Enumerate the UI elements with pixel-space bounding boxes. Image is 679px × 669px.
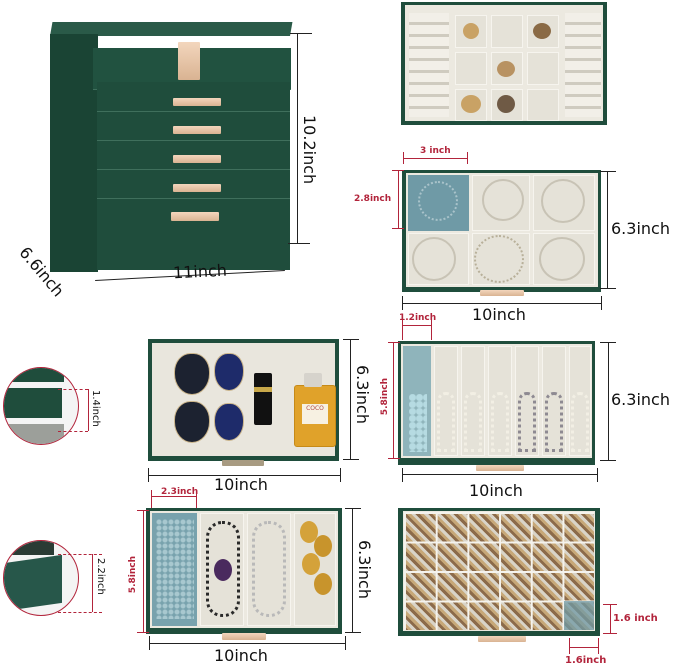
drawer-handle[interactable] [171,212,219,221]
ring-roll-left [409,13,449,117]
necklace-tray-depth-label: 6.3inch [611,390,670,409]
shallow-drawer-height-label: 1.4inch [90,390,101,427]
open-drawer-width-label: 10inch [214,475,268,494]
drawer-3[interactable] [97,141,290,170]
grid-cells [404,512,594,630]
tray-handle[interactable] [476,465,524,471]
box-width-label: 11inch [172,260,228,283]
box-side [50,34,98,272]
deep-slot-length-label: 5.8inch [128,556,138,594]
drawer-handle[interactable] [173,155,221,163]
lid-clasp[interactable] [178,42,200,80]
deep-drawer-tray [146,508,342,640]
drawer-2[interactable] [97,112,290,141]
drawer-5[interactable] [97,199,290,270]
ring-tray [401,2,607,125]
drawer-stack [97,82,290,270]
bangle-cell-width-label: 3 inch [420,146,451,156]
box-height-label: 10.2inch [300,115,319,185]
grid-cell-height-label: 1.6 inch [613,613,658,624]
tray-handle[interactable] [222,460,264,466]
necklace-tray-width-label: 10inch [469,481,523,500]
tray-handle[interactable] [480,290,524,296]
drawer-handle[interactable] [173,184,221,192]
drawer-1[interactable] [97,82,290,112]
shallow-drawer-detail [3,367,79,445]
necklace-tray [398,341,595,471]
bangle-tray-width-label: 10inch [472,305,526,324]
sunglasses-1 [174,353,210,395]
necklace-slot-width-label: 1.2inch [399,313,437,323]
lipstick [254,373,272,425]
perfume-bottle: COCO [294,385,336,447]
open-drawer-tray: COCO [148,339,339,466]
main-jewelry-box [50,22,293,272]
necklace-slot-length-label: 5.8inch [380,378,390,416]
grid-cell-width-label: 1.6inch [565,655,607,666]
deep-drawer-detail [3,540,79,616]
deep-slot-width-label: 2.3inch [161,487,199,497]
deep-drawer-height-label: 2.2inch [95,558,106,595]
beaded-necklace [206,521,240,617]
drawer-handle[interactable] [173,126,221,134]
bangle-tray [402,170,601,296]
tray-handle[interactable] [478,636,526,642]
open-drawer-depth-label: 6.3inch [353,365,372,424]
drawer-handle[interactable] [173,98,221,106]
deep-tray-width-label: 10inch [214,646,268,665]
grid-tray [398,508,600,642]
perfume-label: COCO [302,404,328,424]
drawer-4[interactable] [97,170,290,199]
bangle-cell-height-label: 2.8inch [354,194,392,204]
blue-highlight-cell [564,601,594,630]
deep-tray-depth-label: 6.3inch [355,540,374,599]
bangle-tray-depth-label: 6.3inch [611,219,670,238]
ring-roll-right [565,13,601,117]
tray-handle[interactable] [222,633,266,640]
